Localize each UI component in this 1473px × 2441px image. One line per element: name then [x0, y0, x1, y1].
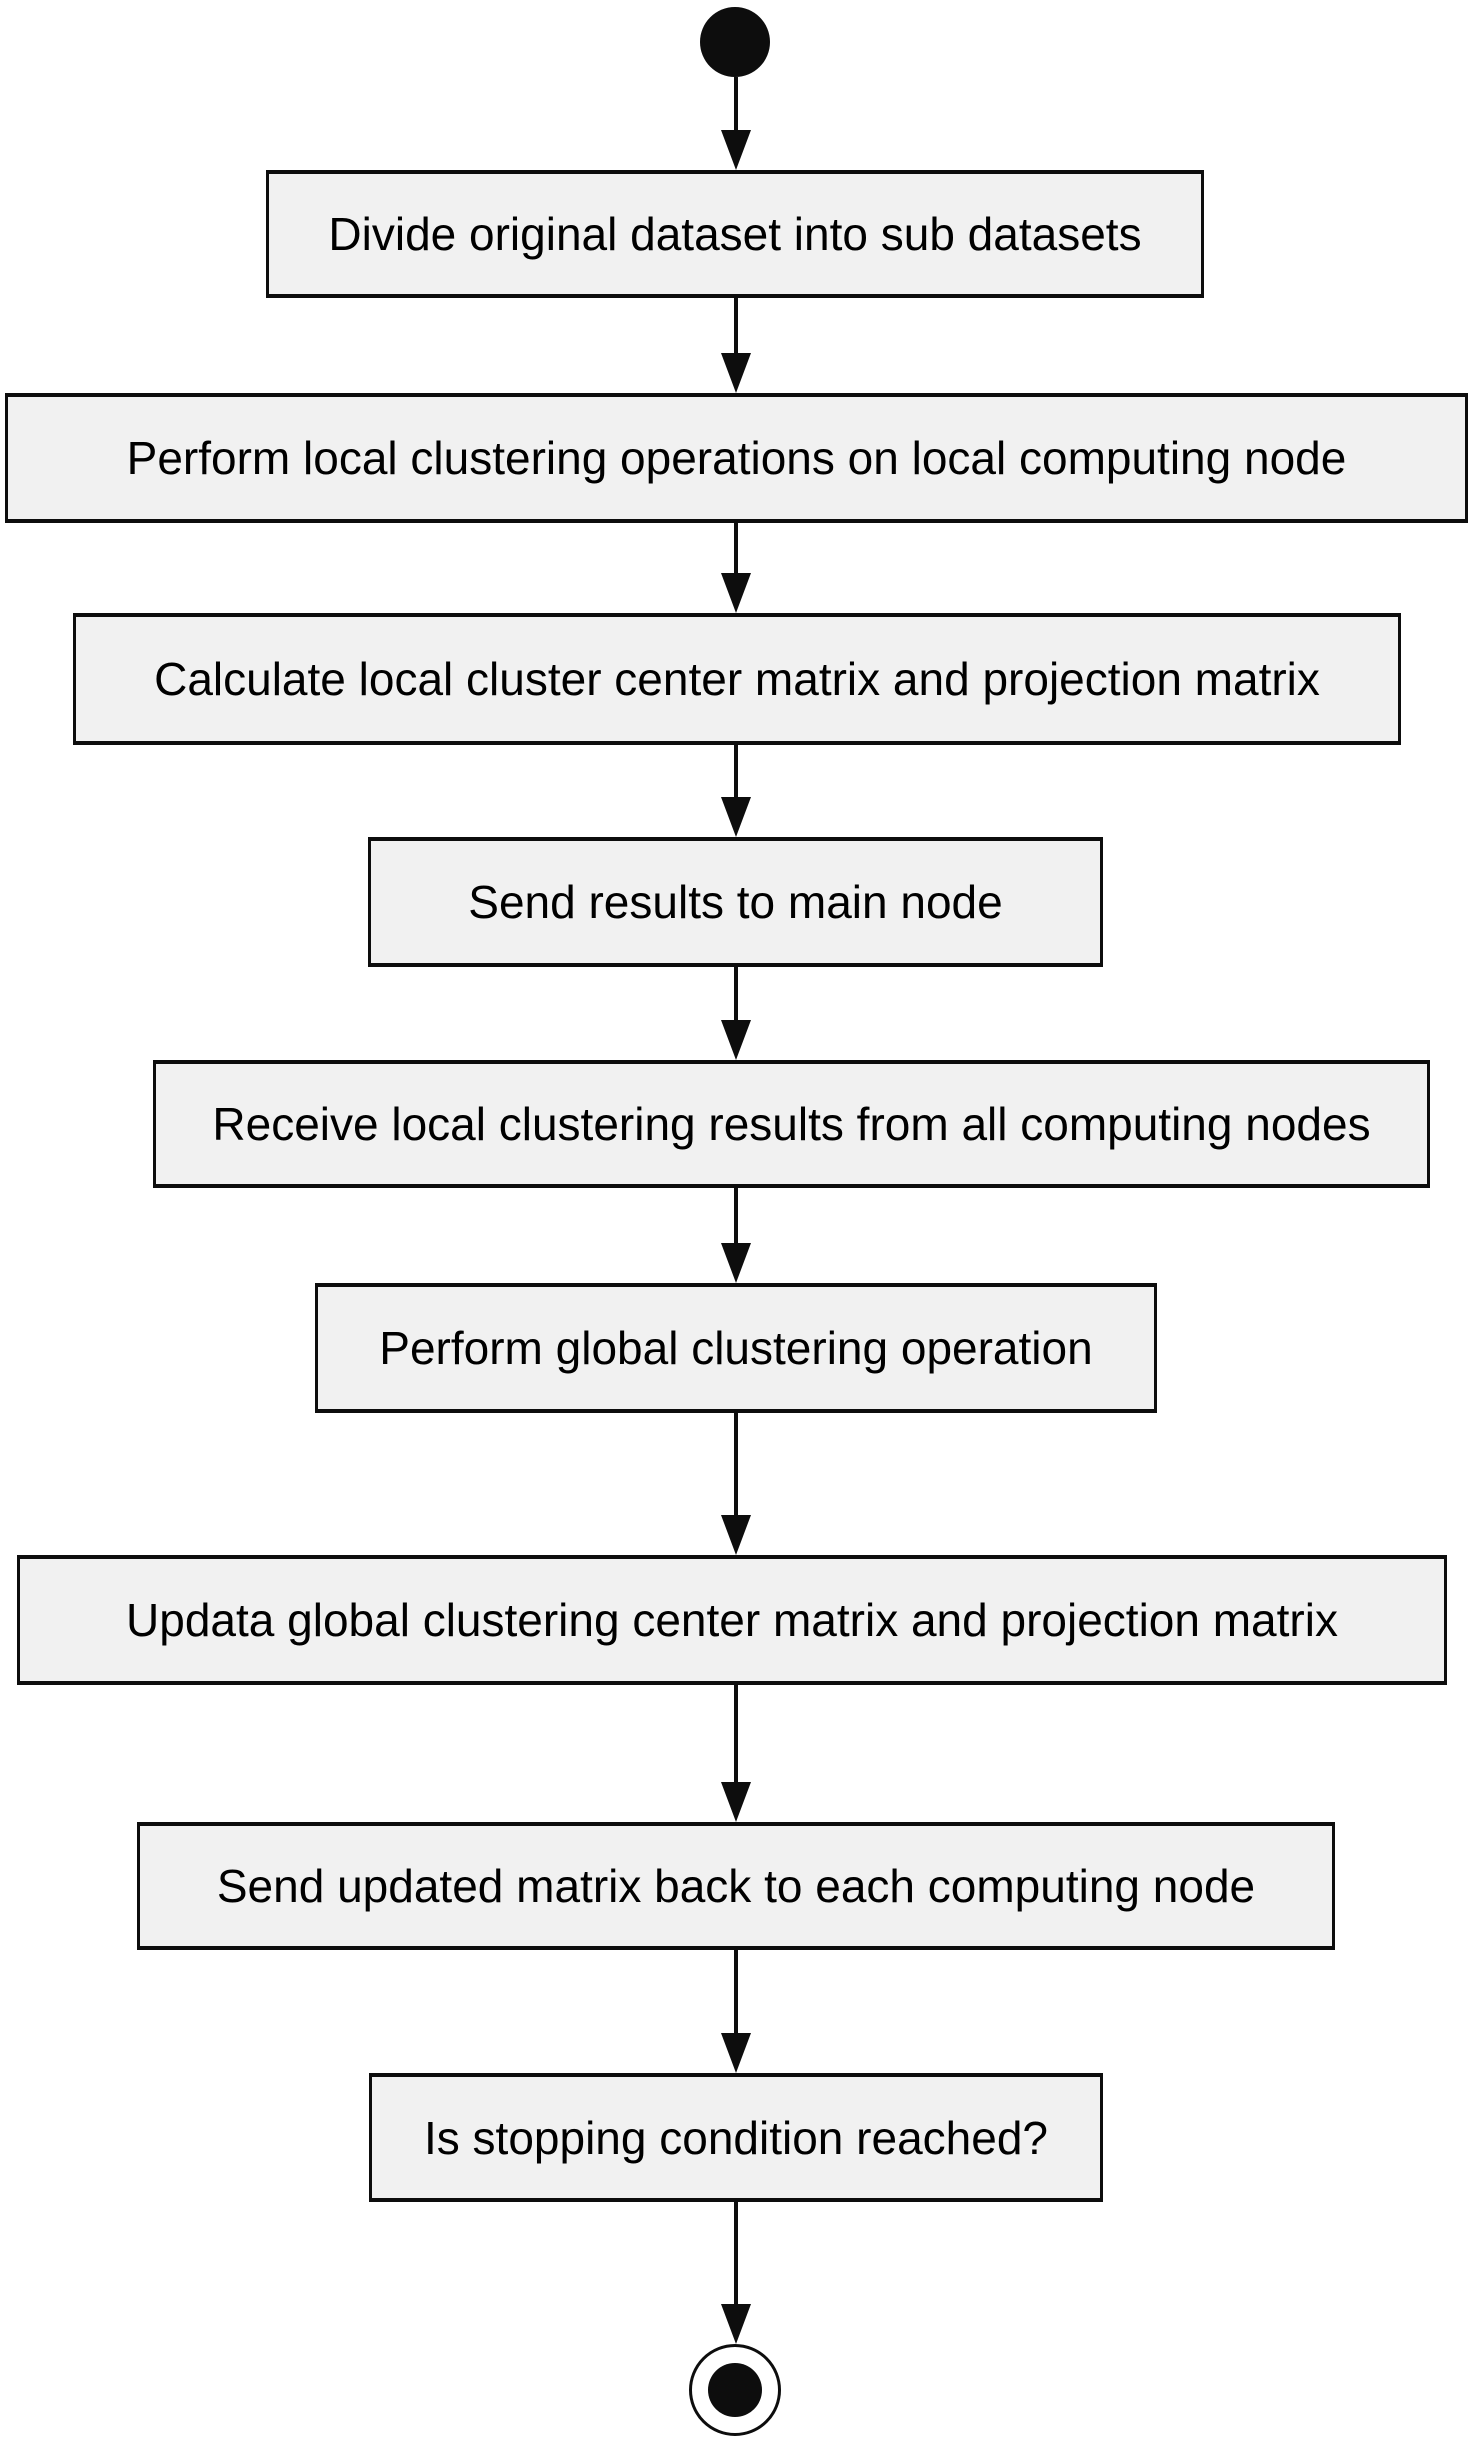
flow-step-label: Receive local clustering results from al…	[212, 1098, 1371, 1150]
flow-step-receive-results: Receive local clustering results from al…	[153, 1060, 1430, 1188]
flow-step-calc-local-matrices: Calculate local cluster center matrix an…	[73, 613, 1401, 745]
flow-arrow	[721, 1685, 751, 1822]
arrow-head-icon	[721, 1515, 751, 1555]
flow-step-global-clustering: Perform global clustering operation	[315, 1283, 1157, 1413]
arrow-shaft	[734, 1188, 738, 1247]
arrow-head-icon	[721, 130, 751, 170]
flow-step-send-updated-matrix: Send updated matrix back to each computi…	[137, 1822, 1335, 1950]
flow-arrow	[721, 298, 751, 393]
flow-step-label: Perform global clustering operation	[379, 1322, 1093, 1374]
flow-step-divide-dataset: Divide original dataset into sub dataset…	[266, 170, 1204, 298]
arrow-shaft	[734, 298, 738, 357]
arrow-head-icon	[721, 2033, 751, 2073]
arrow-shaft	[734, 967, 738, 1024]
flow-step-update-global-matrices: Updata global clustering center matrix a…	[17, 1555, 1447, 1685]
flow-step-label: Divide original dataset into sub dataset…	[328, 208, 1142, 260]
flow-arrow	[721, 1950, 751, 2073]
flow-step-label: Send updated matrix back to each computi…	[216, 1860, 1256, 1912]
arrow-shaft	[734, 2202, 738, 2308]
arrow-shaft	[734, 745, 738, 801]
flow-arrow	[721, 1413, 751, 1555]
arrow-head-icon	[721, 1020, 751, 1060]
start-node-icon	[700, 7, 770, 77]
arrow-shaft	[734, 523, 738, 577]
flow-step-label: Calculate local cluster center matrix an…	[154, 653, 1320, 705]
flow-step-stopping-condition: Is stopping condition reached?	[369, 2073, 1103, 2202]
arrow-head-icon	[721, 797, 751, 837]
end-node-icon	[689, 2344, 781, 2436]
flow-arrow	[721, 1188, 751, 1283]
arrow-head-icon	[721, 1243, 751, 1283]
flow-arrow	[721, 745, 751, 837]
arrow-head-icon	[721, 1782, 751, 1822]
arrow-head-icon	[721, 353, 751, 393]
flow-step-label: Updata global clustering center matrix a…	[126, 1594, 1338, 1646]
flow-step-send-results: Send results to main node	[368, 837, 1103, 967]
arrow-shaft	[734, 1413, 738, 1519]
end-node-inner-dot	[708, 2363, 762, 2417]
flow-arrow	[721, 2202, 751, 2344]
arrow-head-icon	[721, 573, 751, 613]
flow-arrow	[721, 77, 751, 170]
arrow-shaft	[734, 77, 738, 134]
flow-step-label: Perform local clustering operations on l…	[126, 432, 1347, 484]
arrow-shaft	[734, 1685, 738, 1786]
flow-step-local-clustering: Perform local clustering operations on l…	[5, 393, 1468, 523]
arrow-head-icon	[721, 2304, 751, 2344]
arrow-shaft	[734, 1950, 738, 2037]
flow-step-label: Send results to main node	[468, 876, 1003, 928]
flow-step-label: Is stopping condition reached?	[424, 2111, 1048, 2164]
flow-arrow	[721, 523, 751, 613]
flow-arrow	[721, 967, 751, 1060]
